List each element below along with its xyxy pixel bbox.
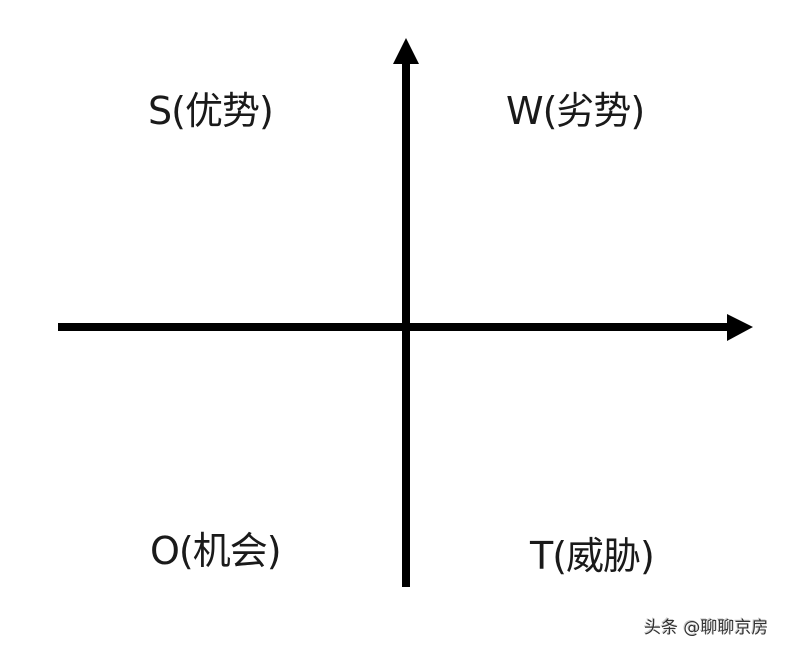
horizontal-axis-line (58, 323, 730, 331)
quadrant-strengths-label: S(优势) (148, 89, 274, 133)
watermark: 头条 @聊聊京房 (644, 618, 769, 638)
vertical-axis-arrow-icon (393, 38, 419, 64)
quadrant-opportunities-label: O(机会) (150, 529, 282, 573)
quadrant-weaknesses-label: W(劣势) (506, 89, 645, 133)
quadrant-threats-label: T(威胁) (530, 534, 655, 578)
horizontal-axis-arrow-icon (727, 314, 753, 341)
